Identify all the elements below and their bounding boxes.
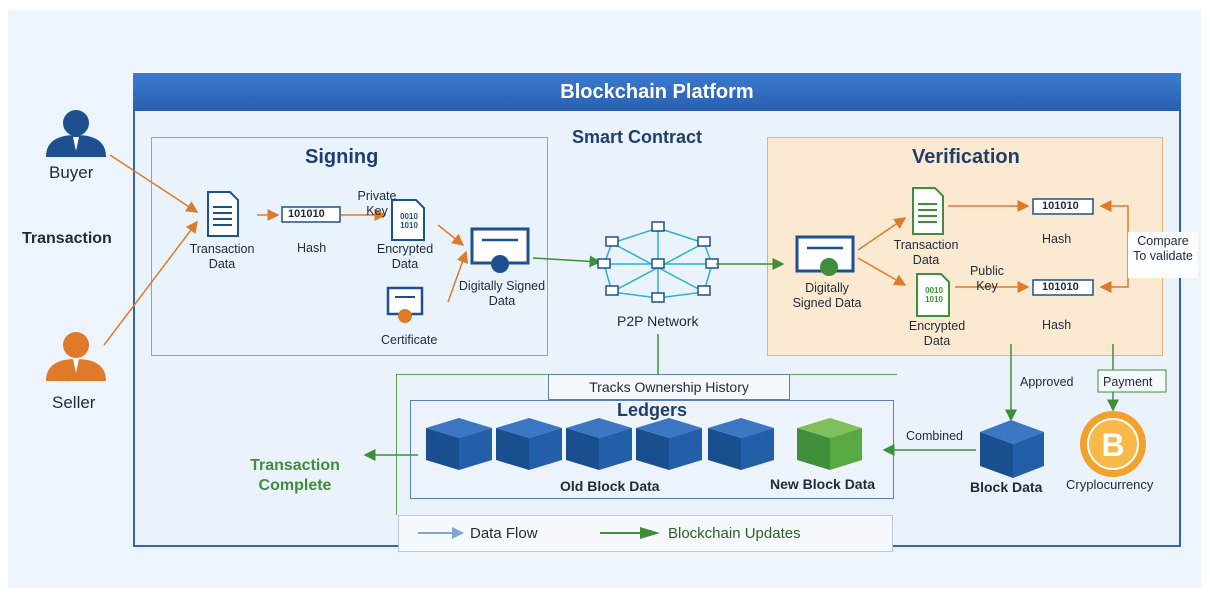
verify-transaction-doc-icon bbox=[912, 187, 944, 235]
arrow-encrypt-signed bbox=[437, 224, 465, 246]
platform-title: Blockchain Platform bbox=[133, 73, 1181, 111]
verify-transaction-label: Transaction Data bbox=[893, 238, 959, 267]
compare-bracket bbox=[1099, 200, 1129, 293]
verify-encrypted-doc-icon bbox=[916, 273, 950, 317]
ledgers-title: Ledgers bbox=[617, 400, 688, 420]
old-block-3 bbox=[566, 418, 632, 470]
arrow-verify-tx bbox=[857, 217, 907, 251]
buyer-label: Buyer bbox=[49, 163, 94, 182]
verify-hash-bottom-label: Hash bbox=[1042, 318, 1072, 332]
verify-signed-data-icon bbox=[795, 235, 855, 276]
arrow-cert-signed bbox=[447, 250, 469, 303]
public-key-label: Public Key bbox=[969, 264, 1005, 293]
arrow-signed-network bbox=[532, 255, 602, 268]
signed-data-icon bbox=[470, 227, 530, 273]
svg-text:B: B bbox=[1101, 427, 1124, 463]
certificate-label: Certificate bbox=[381, 333, 438, 347]
arrow-verify-enc bbox=[857, 257, 907, 286]
certificate-icon bbox=[386, 286, 424, 323]
legend-data-flow: Data Flow bbox=[470, 525, 538, 542]
signing-encrypted-label: Encrypted Data bbox=[376, 242, 434, 271]
verify-encrypted-binary: 0010 1010 bbox=[925, 286, 943, 304]
transaction-complete-label: Transaction Complete bbox=[250, 457, 340, 494]
network-nodes bbox=[597, 221, 719, 303]
smart-contract-label: Smart Contract bbox=[572, 127, 703, 147]
compare-label-bg bbox=[1128, 232, 1198, 278]
seller-label: Seller bbox=[52, 393, 96, 412]
payment-label-box bbox=[1097, 369, 1167, 393]
signing-hash-label: Hash bbox=[297, 241, 327, 255]
verification-title: Verification bbox=[912, 146, 1020, 168]
signing-signed-label: Digitally Signed Data bbox=[458, 279, 546, 308]
cryptocurrency-label: Cryplocurrency bbox=[1066, 477, 1154, 492]
private-key-label: Private Key bbox=[357, 189, 397, 218]
old-block-5 bbox=[708, 418, 774, 470]
encrypted-document-icon bbox=[391, 199, 425, 241]
compare-label: Compare To validate bbox=[1133, 234, 1193, 263]
verify-encrypted-label: Encrypted Data bbox=[908, 319, 966, 348]
block-data-cube bbox=[980, 420, 1044, 478]
new-block bbox=[797, 418, 862, 470]
old-block-1 bbox=[426, 418, 492, 470]
old-block-4 bbox=[636, 418, 702, 470]
approved-label: Approved bbox=[1020, 375, 1074, 389]
buyer-icon bbox=[46, 110, 106, 157]
ledger-blocks bbox=[426, 418, 862, 470]
transaction-label: Transaction bbox=[22, 230, 112, 247]
verify-hash-bottom-value: 101010 bbox=[1042, 281, 1079, 293]
transaction-document-icon bbox=[207, 191, 239, 237]
signing-title: Signing bbox=[305, 146, 379, 168]
old-block-2 bbox=[496, 418, 562, 470]
hash-bottom-box bbox=[1032, 279, 1094, 296]
seller-icon bbox=[46, 332, 106, 381]
block-data-label: Block Data bbox=[970, 479, 1043, 495]
signing-hash-value: 101010 bbox=[288, 208, 325, 220]
verify-signed-label: Digitally Signed Data bbox=[792, 281, 862, 310]
encrypted-binary: 0010 1010 bbox=[400, 212, 418, 230]
new-block-label: New Block Data bbox=[770, 476, 876, 492]
signing-transaction-data-label: Transaction Data bbox=[189, 242, 255, 271]
tracks-ownership-label: Tracks Ownership History bbox=[548, 374, 790, 400]
actor-arrows bbox=[103, 154, 199, 346]
combined-label: Combined bbox=[906, 429, 963, 443]
verify-hash-top-value: 101010 bbox=[1042, 200, 1079, 212]
legend-blockchain-updates: Blockchain Updates bbox=[668, 525, 801, 542]
old-block-label: Old Block Data bbox=[560, 478, 660, 494]
p2p-network-label: P2P Network bbox=[617, 313, 699, 329]
hash-box bbox=[281, 206, 341, 223]
hash-top-box bbox=[1032, 198, 1094, 215]
payment-label: Payment bbox=[1103, 375, 1153, 389]
verify-hash-top-label: Hash bbox=[1042, 232, 1072, 246]
bitcoin-icon: B bbox=[1080, 411, 1146, 477]
